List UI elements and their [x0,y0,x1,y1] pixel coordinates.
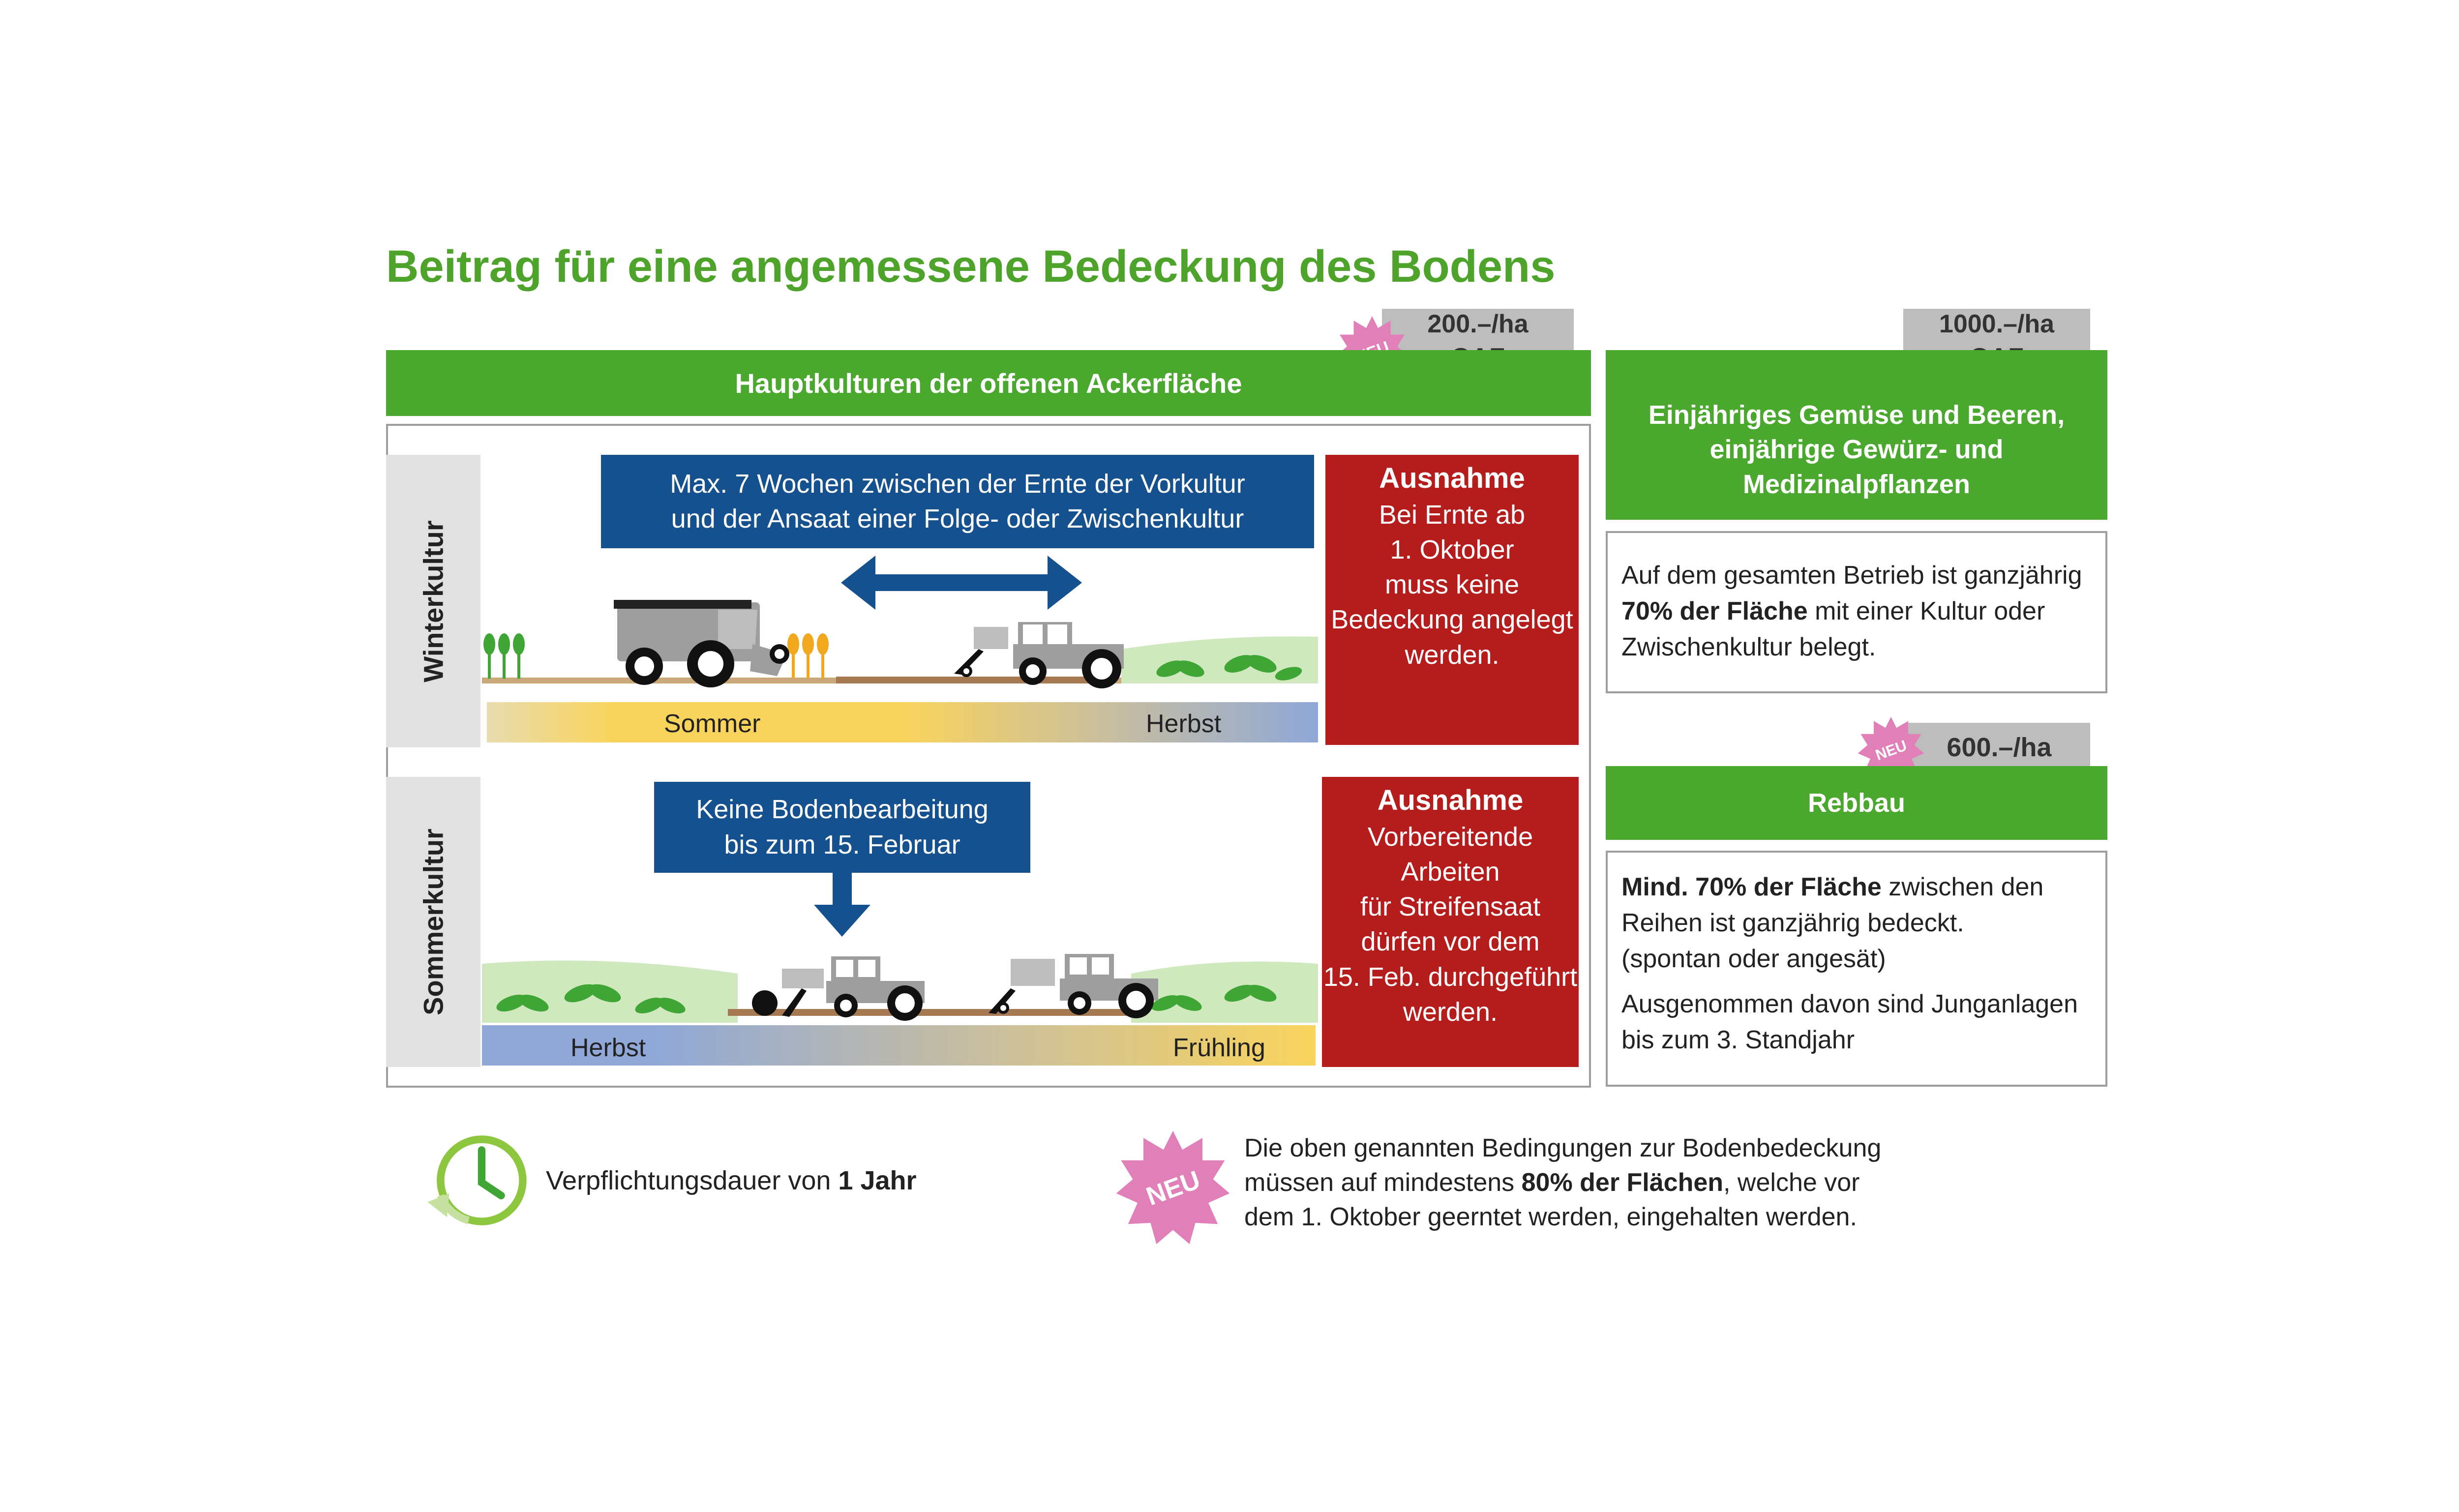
vegetables-price-amount: 1000.–/ha [1939,310,2055,338]
winter-exception-box: Ausnahme Bei Ernte ab 1. Oktober muss ke… [1325,455,1579,745]
vineyard-text-line2: Reihen ist ganzjährig bedeckt. [1621,908,1964,937]
vegetables-header-line: einjährige Gewürz- und [1709,435,2004,465]
vegetables-text-line3: Zwischenkultur belegt. [1621,632,1876,661]
winter-info-box: Max. 7 Wochen zwischen der Ernte der Vor… [601,455,1314,548]
neu-note-line3: dem 1. Oktober geerntet werden, eingehal… [1244,1203,1857,1232]
tractor-icon [752,956,925,1021]
vineyard-header: Rebbau [1606,766,2107,840]
vegetables-text-bold: 70% der Fläche [1621,596,1808,625]
winter-exception-line: muss keine [1384,570,1520,600]
vineyard-text-line5: bis zum 3. Standjahr [1621,1026,1855,1055]
vineyard-text-line3: (spontan oder angesät) [1621,944,1886,973]
vegetables-header: Einjähriges Gemüse und Beeren, einjährig… [1606,350,2107,520]
summer-exception-line: Vorbereitende [1367,822,1533,852]
neu-note-line2-b: , welche vor [1723,1168,1860,1197]
neu-note-bold: 80% der Flächen [1521,1168,1724,1197]
summer-exception-title: Ausnahme [1377,784,1524,816]
winter-info-line2: und der Ansaat einer Folge- oder Zwische… [671,504,1244,534]
vegetables-text-line2: 70% der Fläche mit einer Kultur oder [1621,593,2092,629]
vegetables-header-line: Einjähriges Gemüse und Beeren, [1648,400,2065,430]
combine-harvester-icon [614,600,789,687]
summer-season-right: Frühling [1173,1034,1265,1062]
vegetables-header-line: Medizinalpflanzen [1742,469,1971,499]
summer-season-bar: Herbst Frühling [482,1025,1316,1066]
wheat-icon [483,633,525,679]
vegetables-text-box: Auf dem gesamten Betrieb ist ganzjährig … [1606,531,2107,693]
plant-icon [1156,655,1302,681]
tractor-icon [989,954,1158,1018]
vineyard-price: 600.–/ha [1947,733,2052,762]
winter-label-text: Winterkultur [418,520,449,682]
price-amount: 200.–/ha [1427,310,1529,338]
winter-exception-line: 1. Oktober [1390,534,1514,564]
neu-note-line2-a: müssen auf mindestens [1244,1168,1515,1197]
summer-exception-line: dürfen vor dem [1361,927,1540,957]
winter-side-label: Winterkultur [386,455,480,747]
summer-exception-line: werden. [1403,997,1498,1027]
double-arrow-icon [841,556,1082,610]
neu-note: Die oben genannten Bedingungen zur Boden… [1244,1131,1881,1235]
neu-badge-icon: NEU [1116,1130,1230,1245]
winter-exception-line: Bedeckung angelegt [1331,605,1573,635]
main-crops-header: Hauptkulturen der offenen Ackerfläche [386,350,1591,416]
duration-bold: 1 Jahr [838,1166,917,1195]
summer-label-text: Sommerkultur [418,829,449,1015]
summer-exception-line: 15. Feb. durchgeführt [1323,962,1578,992]
down-arrow-icon [814,870,870,937]
summer-field-scene [482,954,1318,1023]
vegetables-text-line1: Auf dem gesamten Betrieb ist ganzjährig [1621,561,2082,590]
vineyard-text-line4: Ausgenommen davon sind Junganlagen [1621,990,2078,1019]
summer-season-left: Herbst [570,1034,646,1062]
duration-label: Verpflichtungsdauer von [546,1166,831,1195]
winter-field-scene [482,600,1318,688]
summer-info-box: Keine Bodenbearbeitung bis zum 15. Febru… [654,782,1030,873]
duration-text: Verpflichtungsdauer von 1 Jahr [546,1165,917,1196]
vegetables-text-after1: mit einer Kultur oder [1815,596,2045,625]
winter-season-left: Sommer [664,710,761,738]
price-tag-vineyard: 600.–/ha [1908,723,2090,792]
neu-note-line2: müssen auf mindestens 80% der Flächen, w… [1244,1165,1881,1200]
summer-info-line1: Keine Bodenbearbeitung [696,795,989,825]
page-title: Beitrag für eine angemessene Bedeckung d… [386,241,1556,292]
summer-exception-line: für Streifensaat [1360,892,1541,922]
winter-exception-line: Bei Ernte ab [1379,500,1526,530]
winter-exception-title: Ausnahme [1379,462,1525,494]
winter-season-bar: Sommer Herbst [487,702,1318,742]
winter-info-line1: Max. 7 Wochen zwischen der Ernte der Vor… [670,469,1245,499]
vineyard-text-bold: Mind. 70% der Fläche [1621,873,1882,901]
vineyard-text-line1: Mind. 70% der Fläche zwischen den [1621,869,2092,905]
vineyard-text-1: zwischen den [1889,873,2044,901]
plant-icon [496,984,1277,1013]
clock-icon [427,1135,527,1225]
summer-exception-line: Arbeiten [1401,857,1500,887]
winter-exception-line: werden. [1405,640,1499,670]
summer-info-line2: bis zum 15. Februar [724,830,960,860]
neu-note-line1: Die oben genannten Bedingungen zur Boden… [1244,1134,1882,1162]
vineyard-text-box: Mind. 70% der Fläche zwischen den Reihen… [1606,851,2107,1087]
winter-season-right: Herbst [1146,710,1222,738]
summer-side-label: Sommerkultur [386,777,480,1067]
tractor-icon [954,622,1124,688]
summer-exception-box: Ausnahme Vorbereitende Arbeiten für Stre… [1322,777,1579,1067]
